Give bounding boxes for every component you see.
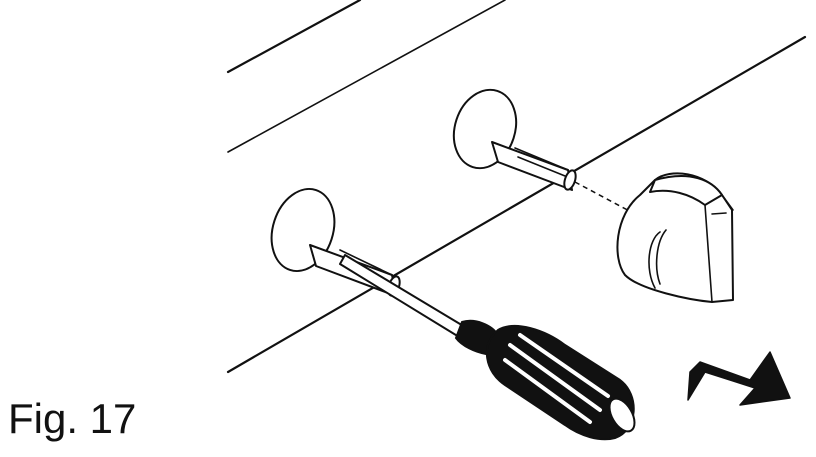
- control-spindle-icon: [452, 88, 577, 191]
- panel-bottom-edge: [226, 35, 807, 374]
- alignment-dashed-line: [574, 181, 636, 215]
- panel-front-top-line: [227, 0, 506, 153]
- knob-icon: [616, 172, 734, 303]
- figure-caption: Fig. 17: [8, 395, 137, 442]
- panel-edges: [226, 0, 807, 374]
- screwdriver-icon: [339, 254, 636, 441]
- panel-top-edge: [226, 0, 362, 74]
- arrow-icon: [687, 351, 791, 406]
